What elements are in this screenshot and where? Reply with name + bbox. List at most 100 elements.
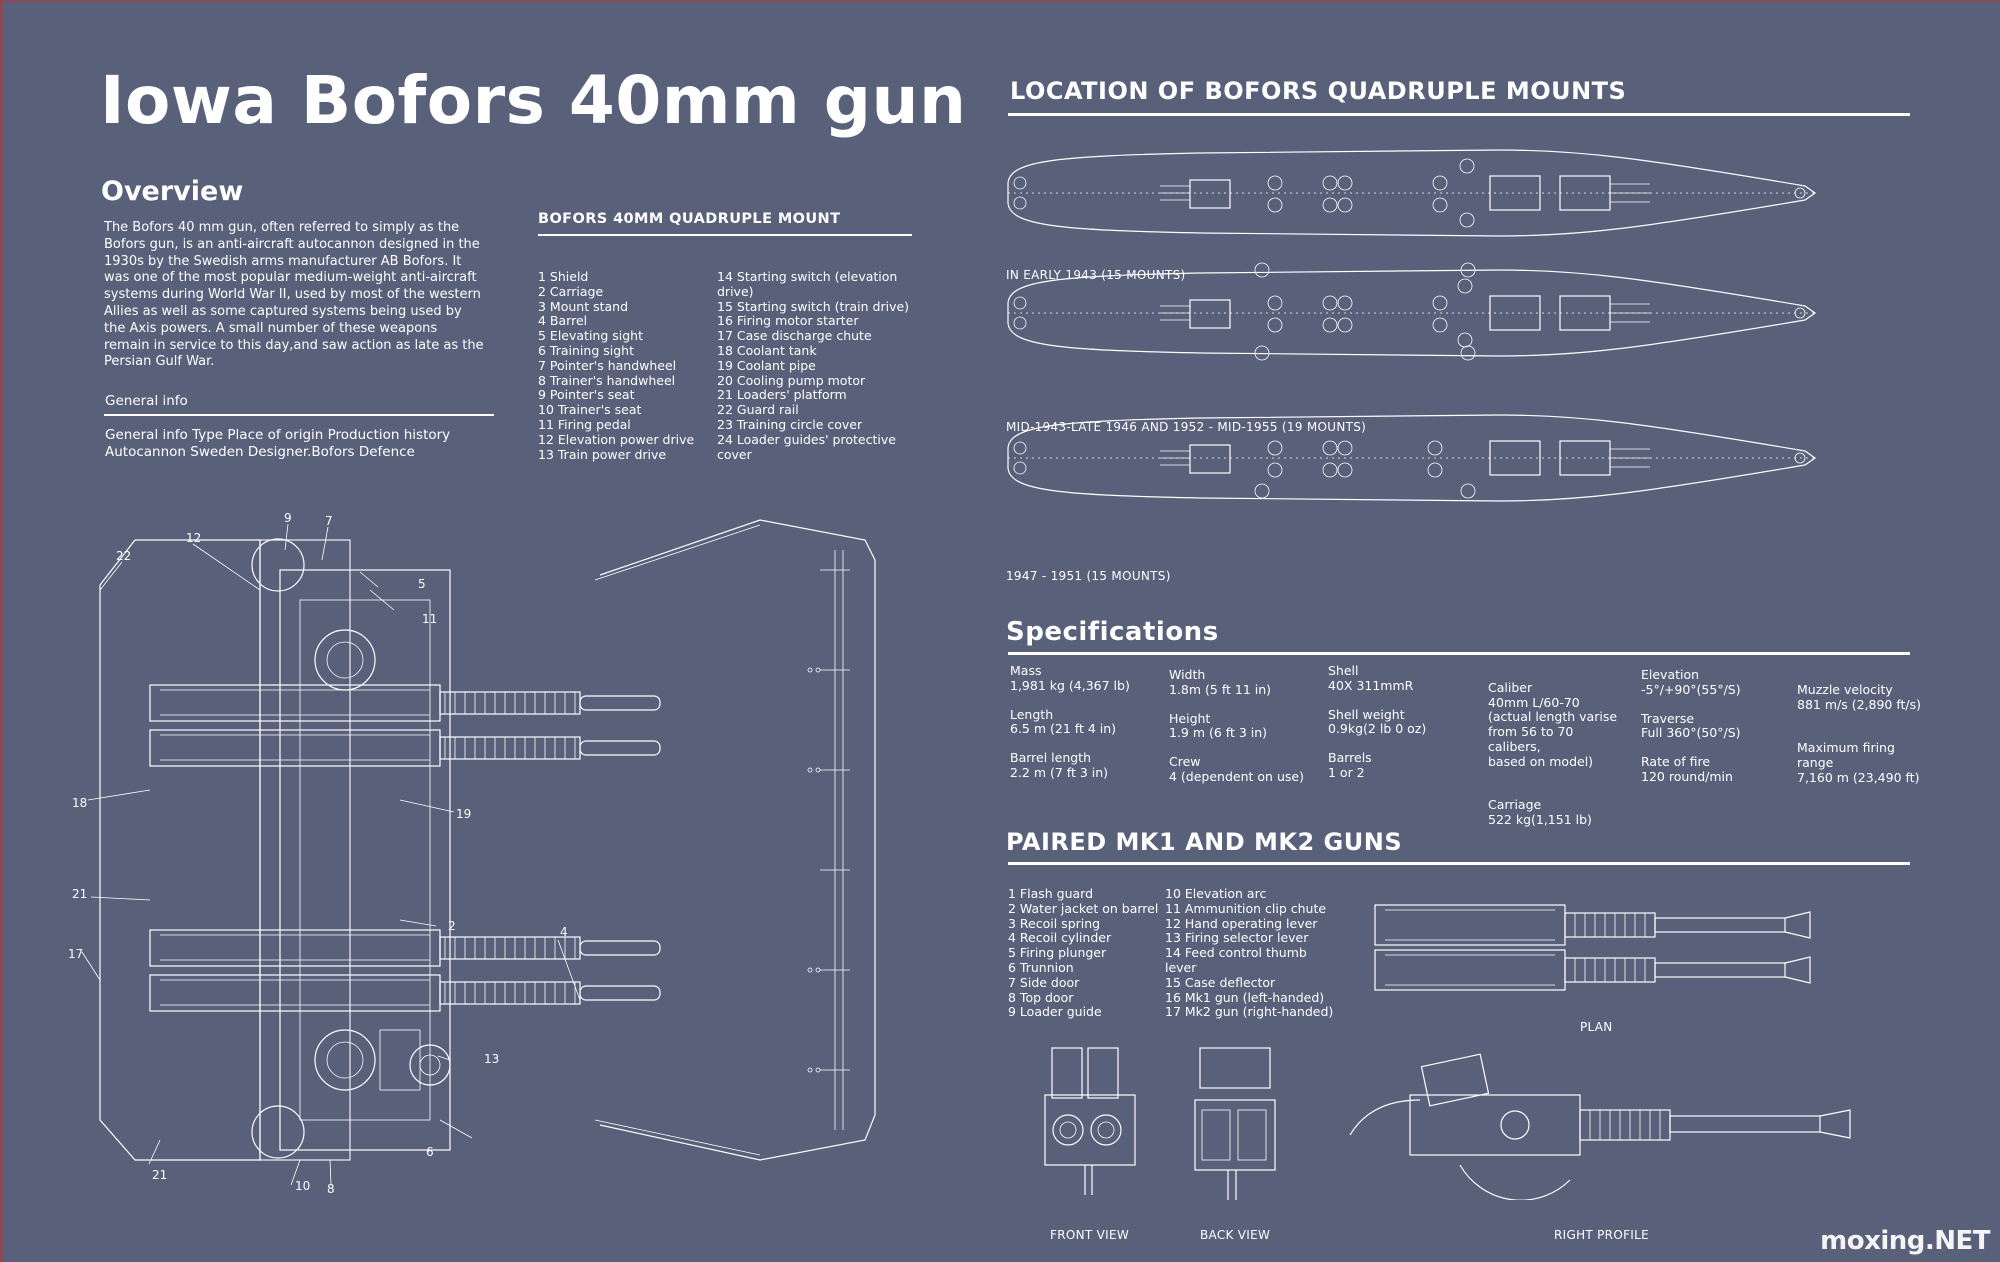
spec-label: Crew xyxy=(1169,754,1201,770)
callout-9: 9 xyxy=(284,511,292,525)
mount-rule xyxy=(538,234,912,236)
shield-mesh xyxy=(99,539,261,1161)
part-item: 16 Firing motor starter xyxy=(717,313,859,329)
spec-label: Barrel length xyxy=(1010,750,1091,766)
spec-label: Elevation xyxy=(1641,667,1700,682)
general-info-row-2: Autocannon Sweden Designer.Bofors Defenc… xyxy=(105,444,415,460)
spec-value: 120 round/min xyxy=(1641,768,1733,784)
callout-11: 11 xyxy=(422,612,437,626)
spec-label: Shell weight xyxy=(1328,706,1405,722)
part-item: 18 Coolant tank xyxy=(717,342,817,358)
spec-value: 1.9 m (6 ft 3 in) xyxy=(1169,725,1268,741)
callout-10: 10 xyxy=(295,1179,310,1193)
view-caption-plan: PLAN xyxy=(1580,1020,1613,1034)
part-item: 6 Training sight xyxy=(538,342,634,358)
part-item: 20 Cooling pump motor xyxy=(717,372,866,388)
callout-6: 6 xyxy=(426,1145,434,1159)
lower-gun-pair xyxy=(149,929,661,1012)
part-item: 13 Firing selector lever xyxy=(1165,930,1309,946)
mount-parts-right: 14 Starting switch (elevation drive) 15 … xyxy=(717,269,917,462)
spec-label: Barrels xyxy=(1328,750,1372,766)
spec-label: Carriage xyxy=(1488,797,1542,813)
right-profile-drawing xyxy=(1349,1053,1851,1200)
ship-caption-3: 1947 - 1951 (15 MOUNTS) xyxy=(1006,569,1171,583)
part-item: 4 Recoil cylinder xyxy=(1008,930,1112,946)
part-item: 5 Elevating sight xyxy=(538,328,643,344)
spec-value: 881 m/s (2,890 ft/s) xyxy=(1797,696,1922,712)
location-heading: LOCATION OF BOFORS QUADRUPLE MOUNTS xyxy=(1010,77,1627,105)
specs-heading: Specifications xyxy=(1006,617,1219,647)
part-item: 2 Carriage xyxy=(538,283,604,299)
general-info-row-1: General info Type Place of origin Produc… xyxy=(105,427,451,443)
spec-value: -5°/+90°(55°/S) xyxy=(1641,681,1741,697)
spec-value: 7,160 m (23,490 ft) xyxy=(1797,769,1920,785)
part-item: 5 Firing plunger xyxy=(1008,945,1107,961)
part-item: 23 Training circle cover xyxy=(717,416,863,432)
part-item: 4 Barrel xyxy=(538,313,588,329)
part-item: 15 Case deflector xyxy=(1165,974,1276,990)
spec-value: 1 or 2 xyxy=(1328,764,1365,780)
part-item: 7 Side door xyxy=(1008,974,1080,990)
callout-2: 2 xyxy=(448,919,456,933)
specs-rule xyxy=(1008,652,1910,655)
part-item: 17 Case discharge chute xyxy=(717,328,872,344)
spec-value: 522 kg(1,151 lb) xyxy=(1488,812,1592,828)
callout-7: 7 xyxy=(325,514,333,528)
ship-3-mounts xyxy=(1254,440,1476,499)
callout-12: 12 xyxy=(186,531,201,545)
part-item: 16 Mk1 gun (left-handed) xyxy=(1165,989,1325,1005)
callout-19: 19 xyxy=(456,807,471,821)
spec-label: Traverse xyxy=(1641,710,1695,726)
paired-rule xyxy=(1008,862,1910,865)
view-caption-back: BACK VIEW xyxy=(1200,1228,1271,1242)
spec-value: 40mm L/60-70 (actual length varise from … xyxy=(1488,694,1618,769)
part-item: 10 Trainer's seat xyxy=(538,402,642,418)
front-view-drawing xyxy=(1044,1047,1136,1195)
location-rule xyxy=(1008,113,1910,116)
spec-label: Width xyxy=(1169,667,1206,682)
part-item: lever xyxy=(1165,959,1197,975)
spec-value: 6.5 m (21 ft 4 in) xyxy=(1010,721,1117,737)
part-item: cover xyxy=(717,446,752,462)
part-item: 11 Ammunition clip chute xyxy=(1165,900,1327,916)
part-item: 3 Mount stand xyxy=(538,298,629,314)
part-item: 17 Mk2 gun (right-handed) xyxy=(1165,1004,1334,1020)
paired-parts-left: 1 Flash guard 2 Water jacket on barrel 3… xyxy=(1008,886,1163,1020)
part-item: 3 Recoil spring xyxy=(1008,915,1101,931)
general-info-heading: General info xyxy=(105,393,188,409)
overview-heading: Overview xyxy=(101,176,244,207)
part-item: 22 Guard rail xyxy=(717,402,799,418)
ship-1-mounts xyxy=(1267,158,1475,228)
general-info-rule xyxy=(104,414,494,416)
part-item: 14 Feed control thumb xyxy=(1165,945,1307,961)
part-item: 15 Starting switch (train drive) xyxy=(717,298,910,314)
ship-plans xyxy=(1007,149,1817,502)
mount-heading: BOFORS 40MM QUADRUPLE MOUNT xyxy=(538,211,841,227)
watermark: moxing.NET xyxy=(1820,1226,1990,1256)
part-item: 9 Pointer's seat xyxy=(538,387,635,403)
part-item: 8 Trainer's handwheel xyxy=(538,372,676,388)
callout-17: 17 xyxy=(68,947,83,961)
back-view-drawing xyxy=(1194,1047,1276,1200)
spec-value: 4 (dependent on use) xyxy=(1169,768,1304,784)
paired-heading: PAIRED MK1 AND MK2 GUNS xyxy=(1006,828,1403,856)
spec-label: Rate of fire xyxy=(1641,754,1711,770)
ship-2-mounts xyxy=(1254,262,1476,361)
spec-label: Mass xyxy=(1010,663,1042,678)
spec-value: 1.8m (5 ft 11 in) xyxy=(1169,681,1272,697)
callout-5: 5 xyxy=(418,577,426,591)
view-caption-right-profile: RIGHT PROFILE xyxy=(1554,1228,1649,1242)
part-item: drive) xyxy=(717,283,754,299)
view-caption-front: FRONT VIEW xyxy=(1050,1228,1130,1242)
part-item: 10 Elevation arc xyxy=(1165,886,1267,901)
part-item: 14 Starting switch (elevation xyxy=(717,269,898,284)
ship-outline xyxy=(1007,149,1817,237)
part-item: 11 Firing pedal xyxy=(538,416,631,432)
callout-8: 8 xyxy=(327,1182,335,1196)
mount-callouts: 22 12 9 7 5 11 18 19 21 2 17 4 13 6 21 1… xyxy=(68,511,568,1196)
callout-21b: 21 xyxy=(152,1168,167,1182)
